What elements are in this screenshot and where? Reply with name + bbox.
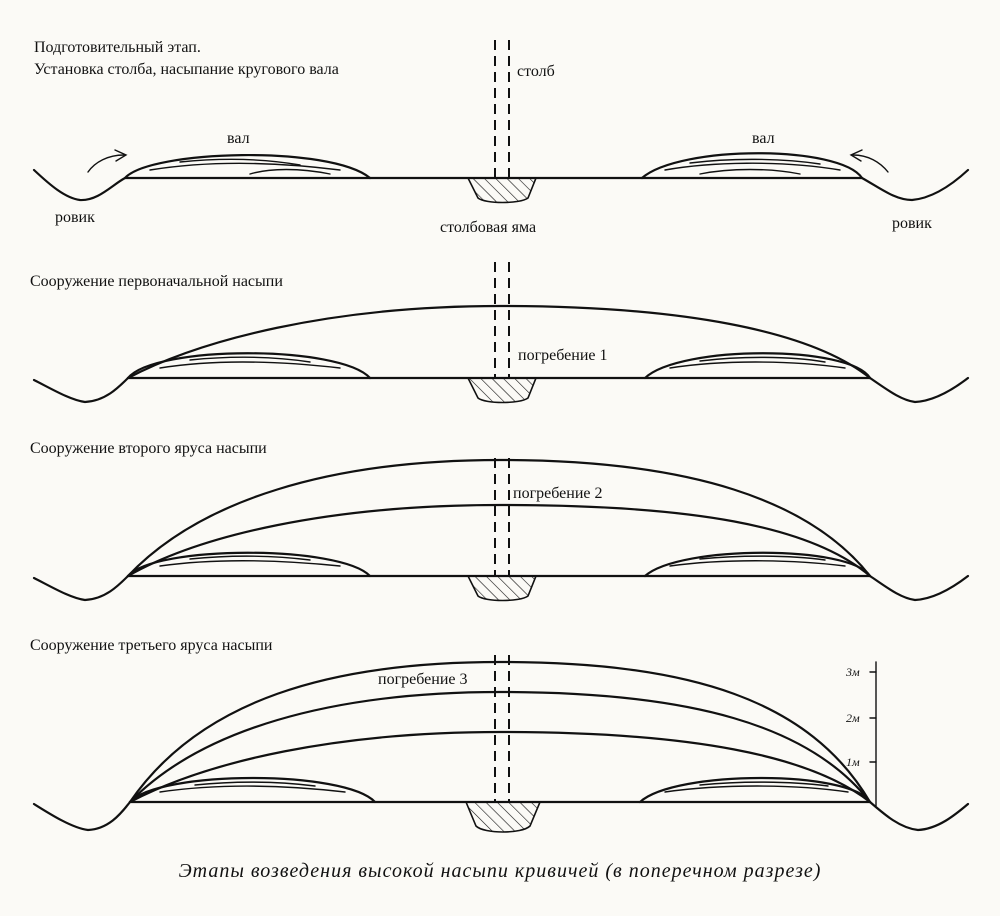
mound-layer-1: [126, 304, 872, 380]
arrow-left: [87, 154, 125, 173]
stage-3-heading: Сооружение третьего яруса насыпи: [30, 637, 273, 654]
stage-2-heading: Сооружение второго яруса насыпи: [30, 440, 267, 457]
scale-tick-2m: 2м: [846, 711, 860, 725]
arrow-right: [852, 154, 889, 173]
pillar-pit: [464, 801, 542, 833]
rampart-left-label: вал: [227, 130, 250, 147]
figure-caption: Этапы возведения высокой насыпи кривичей…: [179, 860, 822, 882]
scale-tick-1m: 1м: [846, 755, 860, 769]
title-line-2: Установка столба, насыпание кругового ва…: [34, 61, 339, 78]
pillar-pit-label: столбовая яма: [440, 219, 536, 236]
burial-2-label: погребение 2: [513, 485, 602, 502]
pillar-pit: [466, 377, 538, 404]
title-line-1: Подготовительный этап.: [34, 39, 201, 56]
pillar-pit: [466, 575, 538, 602]
stage-2: Сооружение второго яруса насыпи погребен…: [30, 440, 970, 602]
burial-3-label: погребение 3: [378, 671, 467, 688]
rampart-right: [640, 152, 864, 180]
mound-layer-1: [128, 730, 872, 804]
stage-1-heading: Сооружение первоначальной насыпи: [30, 273, 283, 290]
burial-1-label: погребение 1: [518, 347, 607, 364]
mound-layer-2: [126, 458, 872, 578]
mound-layer-1: [126, 503, 872, 578]
rampart-right-label: вал: [752, 130, 775, 147]
stage-1: Сооружение первоначальной насыпи погребе…: [30, 262, 970, 404]
stage-3: Сооружение третьего яруса насыпи погребе…: [30, 637, 970, 833]
height-scale: 3м 2м 1м: [845, 661, 877, 807]
mound-layer-3: [128, 660, 872, 804]
scale-tick-3m: 3м: [845, 665, 860, 679]
rampart-left: [123, 153, 372, 180]
pillar-pit: [466, 177, 538, 204]
ditch-right-label: ровик: [892, 215, 932, 232]
stage-preparation: Подготовительный этап. Установка столба,…: [32, 39, 970, 236]
mound-layer-2: [128, 690, 872, 804]
ditch-left-label: ровик: [55, 209, 95, 226]
pillar-label: столб: [517, 63, 555, 80]
